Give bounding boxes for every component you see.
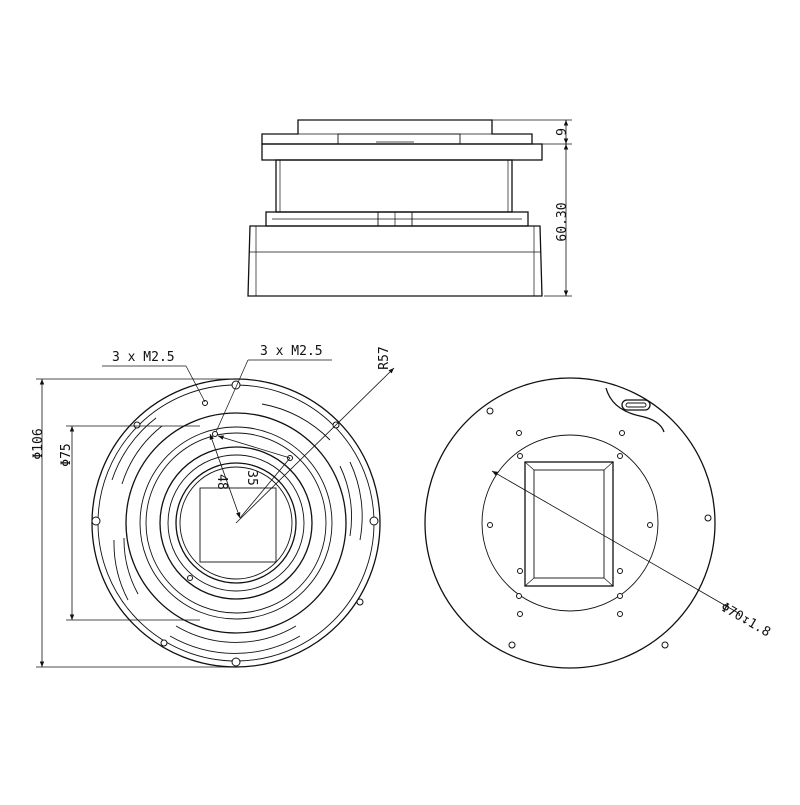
back-hole (617, 568, 623, 574)
mount-hole (160, 639, 168, 647)
slot-bottom (169, 635, 301, 654)
side-view: 9 60.30 (247, 119, 572, 297)
thread-hole (212, 431, 218, 437)
back-view: Φ70↧1.8 (424, 377, 773, 669)
back-hole (617, 453, 623, 459)
mount-hole (91, 516, 101, 526)
back-hole (517, 568, 523, 574)
back-hole (517, 453, 523, 459)
body-cylinder (275, 159, 513, 213)
mount-hole (231, 657, 241, 667)
thread-callout-left: 3 x M2.5 (112, 350, 175, 365)
back-hole (661, 641, 669, 649)
back-hole (704, 514, 712, 522)
slot-left-top (111, 417, 157, 481)
thread-callout-right: 3 x M2.5 (260, 344, 323, 359)
dim-48: 48 (214, 474, 229, 490)
thread-hole (202, 400, 208, 406)
top-flange-recess (337, 133, 461, 145)
dim-outer-diameter: Φ106 (31, 428, 46, 459)
back-hole (516, 593, 522, 599)
connector-bump (605, 387, 665, 433)
slot-left (113, 539, 129, 601)
back-plate (481, 434, 659, 612)
back-hole (508, 641, 516, 649)
back-hole (517, 611, 523, 617)
back-hole (617, 611, 623, 617)
mounting-plate (261, 143, 543, 161)
back-hole (486, 407, 494, 415)
back-hole (487, 522, 493, 528)
slot-top-right (261, 403, 331, 441)
mount-hole (133, 421, 141, 429)
sensor-opening (199, 487, 277, 563)
back-sensor-window (524, 461, 614, 587)
dim-top-thickness: 9 (555, 128, 570, 136)
dim-inner-diameter: Φ75 (59, 443, 74, 466)
thread-hole (187, 575, 193, 581)
slot-right (349, 461, 363, 541)
back-hole (647, 522, 653, 528)
back-hole (516, 430, 522, 436)
back-outer-ring (424, 377, 716, 669)
dim-back-diameter-depth: Φ70↧1.8 (718, 600, 773, 640)
mount-hole (356, 598, 364, 606)
ring-mid (125, 412, 347, 634)
base-housing (247, 225, 543, 297)
dim-radius: R57 (377, 346, 392, 369)
dim-total-height: 60.30 (555, 202, 570, 241)
usb-port (621, 399, 651, 411)
top-flange (261, 119, 533, 145)
back-hole (619, 430, 625, 436)
front-view: Φ106 Φ75 3 x M2.5 3 x M2.5 R57 48 35 (31, 344, 395, 668)
mount-hole (369, 516, 379, 526)
back-hole (617, 593, 623, 599)
dim-35: 35 (244, 470, 259, 486)
